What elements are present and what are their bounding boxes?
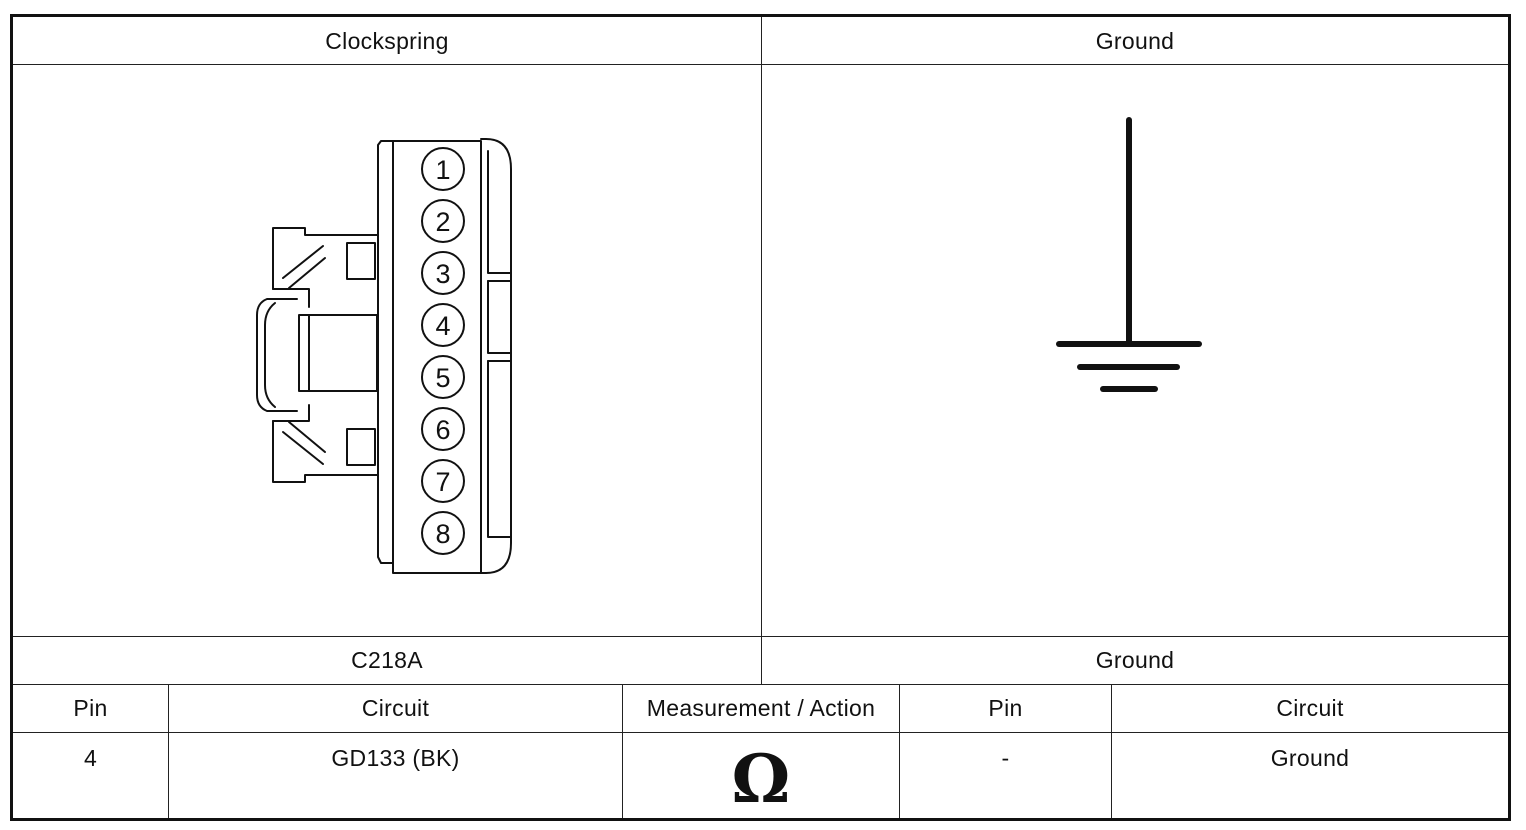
pin-label-5: 5 (435, 363, 450, 393)
table-row-circuit-b: Ground (1270, 745, 1350, 771)
divider-col-3 (899, 684, 900, 818)
connector-id-label: C218A (351, 647, 423, 673)
table-header-circuit-a: Circuit (361, 695, 430, 721)
table-header-pin-a: Pin (73, 695, 108, 721)
test-diagram-frame: Clockspring Ground (10, 14, 1511, 821)
divider-header (13, 64, 1508, 65)
connector-drawing: 1 2 3 4 5 6 7 8 (13, 65, 761, 636)
table-row-circuit-a: GD133 (BK) (331, 745, 460, 771)
ground-label: Ground (1095, 647, 1175, 673)
table-row-pin-b: - (1001, 745, 1010, 771)
pin-label-6: 6 (435, 415, 450, 445)
divider-table-header (13, 732, 1508, 733)
pin-label-1: 1 (435, 155, 450, 185)
pin-label-2: 2 (435, 207, 450, 237)
pin-label-3: 3 (435, 259, 450, 289)
table-header-pin-b: Pin (988, 695, 1023, 721)
table-header-measurement: Measurement / Action (646, 695, 876, 721)
table-row-pin-a: 4 (83, 745, 98, 771)
pin-label-4: 4 (435, 311, 450, 341)
header-ground: Ground (1095, 27, 1175, 54)
divider-center (761, 17, 762, 685)
ground-drawing (762, 65, 1508, 636)
divider-footer-top (13, 636, 1508, 637)
header-clockspring: Clockspring (325, 27, 449, 54)
divider-col-2 (622, 684, 623, 818)
ground-symbol-icon (1056, 117, 1202, 392)
divider-col-1 (168, 684, 169, 818)
pin-label-8: 8 (435, 519, 450, 549)
divider-col-4 (1111, 684, 1112, 818)
table-header-circuit-b: Circuit (1276, 695, 1344, 721)
divider-table-top (13, 684, 1508, 685)
clockspring-connector-face: 1 2 3 4 5 6 7 8 (256, 138, 512, 574)
ohm-measurement-icon: Ω (731, 739, 791, 818)
pin-label-7: 7 (435, 467, 450, 497)
